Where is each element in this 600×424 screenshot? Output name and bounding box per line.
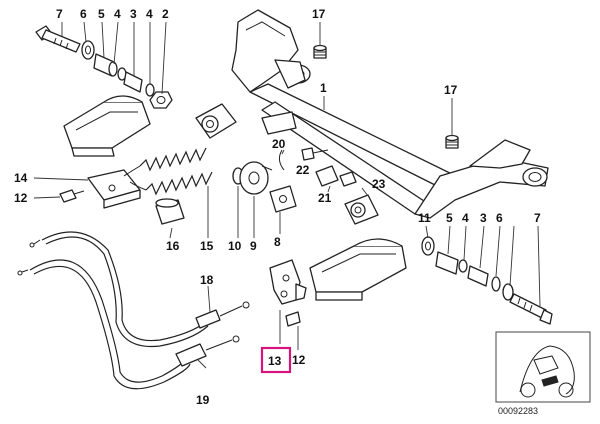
- foot-plate-left[interactable]: [63, 95, 151, 157]
- highlighted-part-13[interactable]: 13: [260, 346, 292, 374]
- label-8[interactable]: 8: [274, 235, 281, 249]
- cam-disc-9[interactable]: [239, 161, 273, 195]
- bushing[interactable]: [155, 198, 185, 225]
- screw-22[interactable]: [301, 147, 329, 161]
- label-7[interactable]: 7: [56, 7, 63, 21]
- label-5[interactable]: 5: [98, 7, 105, 21]
- label-9[interactable]: 9: [250, 239, 257, 253]
- label-1[interactable]: 1: [320, 81, 327, 95]
- lever-8[interactable]: [269, 185, 297, 213]
- label-10[interactable]: 10: [228, 239, 242, 253]
- label-11[interactable]: 11: [418, 211, 431, 225]
- label-22[interactable]: 22: [296, 163, 310, 177]
- bolt-assembly-left[interactable]: [35, 25, 173, 109]
- label-16[interactable]: 16: [166, 239, 180, 253]
- label-17[interactable]: 17: [312, 7, 326, 21]
- part-labels: 7 6 5 4 3 4 2 17 1 17 14 12 20 22 21 23 …: [14, 7, 541, 407]
- label-7-right[interactable]: 7: [534, 211, 541, 225]
- label-12[interactable]: 12: [14, 191, 28, 205]
- label-12-right[interactable]: 12: [292, 353, 306, 367]
- mounting-bracket-left[interactable]: [87, 169, 141, 209]
- scooter-thumbnail-inset: 00092283: [495, 331, 591, 416]
- cable-19[interactable]: [17, 259, 240, 390]
- leader-lines: [33, 21, 541, 369]
- label-2[interactable]: 2: [162, 7, 169, 21]
- label-18[interactable]: 18: [200, 273, 214, 287]
- clip-20[interactable]: [278, 149, 285, 171]
- main-stand-frame[interactable]: [195, 9, 549, 225]
- label-5-right[interactable]: 5: [446, 211, 453, 225]
- label-4[interactable]: 4: [114, 7, 121, 21]
- label-3[interactable]: 3: [130, 7, 137, 21]
- cable-18[interactable]: [29, 231, 250, 348]
- rubber-bumper-upper[interactable]: [313, 44, 327, 59]
- foot-plate-right[interactable]: [309, 238, 407, 301]
- label-6[interactable]: 6: [80, 7, 87, 21]
- label-4b[interactable]: 4: [146, 7, 153, 21]
- label-6-right[interactable]: 6: [496, 211, 503, 225]
- label-21[interactable]: 21: [318, 191, 332, 205]
- label-13[interactable]: 13: [268, 354, 282, 368]
- springs[interactable]: [123, 147, 213, 196]
- screw-right[interactable]: [285, 311, 301, 327]
- label-14[interactable]: 14: [14, 171, 28, 185]
- label-15[interactable]: 15: [200, 239, 214, 253]
- label-19[interactable]: 19: [196, 393, 210, 407]
- label-20[interactable]: 20: [272, 137, 286, 151]
- label-17b[interactable]: 17: [444, 83, 458, 97]
- label-4-right[interactable]: 4: [462, 211, 469, 225]
- screw-left[interactable]: [59, 189, 85, 203]
- bolt-assembly-right[interactable]: [421, 236, 553, 325]
- rubber-bumper-right[interactable]: [445, 134, 459, 149]
- switch-21[interactable]: [315, 165, 357, 187]
- label-3-right[interactable]: 3: [480, 211, 487, 225]
- drawing-number: 00092283: [498, 406, 538, 416]
- label-23[interactable]: 23: [372, 177, 386, 191]
- bracket-13[interactable]: [269, 259, 307, 305]
